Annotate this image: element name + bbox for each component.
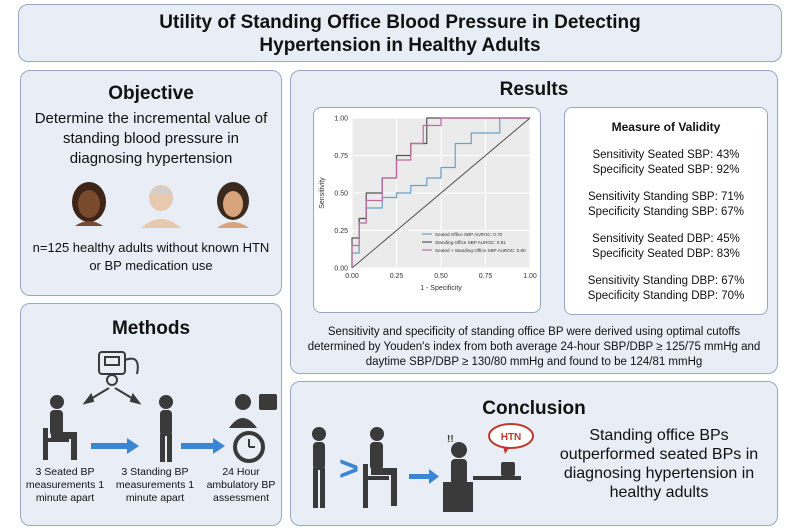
person-face-icon (72, 182, 106, 226)
conclusion-illustration: > !! HTN (312, 423, 534, 512)
greater-than-symbol: > (339, 450, 359, 488)
validity-group-seated-dbp: Sensitivity Seated DBP: 45% Specificity … (565, 232, 767, 262)
y-axis-label: Sensitivity (319, 177, 326, 209)
validity-group-standing-sbp: Sensitivity Standing SBP: 71% Specificit… (565, 190, 767, 220)
y-tick-labels: 0.00 0.25 0.50 0.75 1.00 (334, 116, 348, 273)
results-panel: Results 0.00 0.25 0.50 0.75 1.00 0.00 0.25 0.5… (290, 70, 778, 374)
doctor-at-desk-icon: !! (443, 434, 521, 512)
arrow-icon (91, 438, 139, 454)
x-tick-labels: 0.00 0.25 0.50 0.75 1.00 (345, 273, 537, 280)
objective-text: Determine the incremental value of stand… (34, 110, 268, 167)
person-face-icon (141, 185, 181, 228)
validity-line: Specificity Seated SBP: 92% (592, 164, 740, 176)
svg-text:!!: !! (447, 434, 454, 445)
page-title: Utility of Standing Office Blood Pressur… (159, 12, 641, 56)
y-tick-label: 0.75 (334, 153, 348, 160)
conclusion-panel: Conclusion > !! (290, 381, 778, 526)
validity-group-standing-dbp: Sensitivity Standing DBP: 67% Specificit… (565, 274, 767, 304)
objective-panel: Objective Determine the incremental valu… (20, 70, 282, 296)
validity-line: Sensitivity Standing DBP: 67% (587, 275, 745, 287)
roc-chart: 0.00 0.25 0.50 0.75 1.00 0.00 0.25 0.50 0.75 1.0… (319, 116, 537, 293)
roc-chart-box: 0.00 0.25 0.50 0.75 1.00 0.00 0.25 0.50 0.75 1.0… (313, 107, 541, 313)
standing-person-icon (312, 427, 326, 508)
legend-entry: Standing Office SBP AUROC: 0.81 (435, 240, 506, 245)
x-axis-label: 1 - Specificity (420, 285, 462, 292)
validity-title: Measure of Validity (611, 120, 721, 134)
sample-description: n=125 healthy adults without known HTN o… (32, 240, 270, 273)
validity-box: Measure of Validity Sensitivity Seated S… (564, 107, 768, 315)
method-step-seated: 3 Seated BP measurements 1 minute apart (25, 466, 105, 504)
validity-line: Sensitivity Seated SBP: 43% (592, 149, 740, 161)
title-box: Utility of Standing Office Blood Pressur… (18, 4, 782, 62)
y-tick-label: 1.00 (334, 116, 348, 123)
validity-group-seated-sbp: Sensitivity Seated SBP: 43% Specificity … (565, 148, 767, 178)
results-heading: Results (499, 79, 569, 100)
y-tick-label: 0.50 (334, 191, 348, 198)
reference-diagonal (351, 117, 531, 269)
x-tick-label: 1.00 (523, 273, 537, 280)
method-step-ambulatory: 24 Hour ambulatory BP assessment (206, 466, 276, 504)
roc-series-line-3 (351, 117, 530, 268)
method-step-standing: 3 Standing BP measurements 1 minute apar… (115, 466, 195, 504)
participants-illustration (72, 182, 249, 228)
person-face-icon (217, 182, 249, 228)
results-caption: Sensitivity and specificity of standing … (307, 326, 761, 368)
arrow-icon (409, 469, 439, 484)
y-tick-label: 0.25 (334, 228, 348, 235)
x-tick-label: 0.00 (345, 273, 359, 280)
seated-person-icon (43, 395, 77, 460)
htn-badge: HTN (501, 432, 522, 443)
methods-heading: Methods (111, 318, 191, 339)
conclusion-heading: Conclusion (482, 398, 586, 419)
objective-heading: Objective (108, 83, 194, 104)
validity-line: Specificity Standing DBP: 70% (587, 290, 745, 302)
diverging-arrows-icon (82, 387, 142, 405)
arrow-icon (181, 438, 225, 454)
legend-entry: Seated + Standing Office SBP AUROC: 0.80 (435, 248, 526, 253)
validity-line: Sensitivity Seated DBP: 45% (592, 233, 740, 245)
series-lines (351, 117, 530, 268)
x-tick-label: 0.75 (479, 273, 493, 280)
standing-person-icon (159, 395, 173, 462)
x-tick-label: 0.25 (390, 273, 404, 280)
seated-person-icon (363, 427, 397, 508)
methods-illustration (43, 351, 277, 463)
bp-monitor-icon (98, 351, 139, 386)
x-tick-label: 0.50 (434, 273, 448, 280)
y-tick-label: 0.00 (334, 266, 348, 273)
validity-line: Specificity Seated DBP: 83% (592, 248, 740, 260)
methods-panel: Methods (20, 303, 282, 526)
legend-entry: Seated Office SBP AUROC: 0.70 (435, 232, 503, 237)
htn-speech-bubble: HTN (488, 423, 534, 454)
ambulatory-monitor-icon (229, 394, 277, 463)
conclusion-text: Standing office BPs outperformed seated … (559, 427, 759, 501)
validity-line: Sensitivity Standing SBP: 71% (588, 191, 744, 203)
validity-line: Specificity Standing SBP: 67% (588, 206, 744, 218)
